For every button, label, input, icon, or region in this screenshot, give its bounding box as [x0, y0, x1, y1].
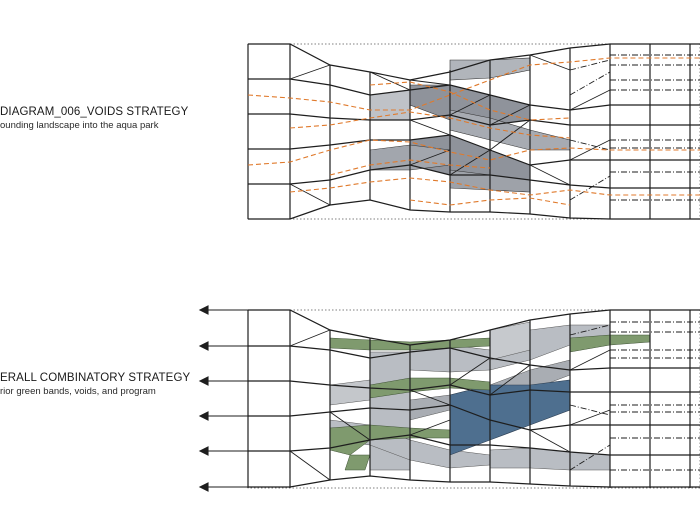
top-diagonals [289, 54, 611, 206]
arrow-left-icon [198, 446, 209, 456]
void-shape [489, 447, 611, 471]
arrow-left-icon [198, 305, 209, 315]
void-shape [329, 379, 371, 406]
voids-strategy-subtitle: ounding landscape into the aqua park [0, 120, 159, 131]
arrow-left-icon [198, 482, 209, 492]
top-grid-verticals [247, 44, 691, 219]
top-landscape-lines [247, 57, 700, 206]
combinatory-strategy-caption: ERALL COMBINATORY STRATEGY rior green ba… [0, 372, 190, 398]
arrow-left-icon [198, 341, 209, 351]
combinatory-strategy-subtitle: rior green bands, voids, and program [0, 386, 156, 397]
top-program-lines [569, 54, 700, 201]
bottom-grid-verticals [247, 310, 691, 488]
combinatory-strategy-title: ERALL COMBINATORY STRATEGY [0, 372, 191, 384]
arrow-left-icon [198, 411, 209, 421]
bottom-diagonals [289, 329, 611, 481]
voids-strategy-title: DIAGRAM_006_VOIDS STRATEGY [0, 106, 189, 118]
combinatory-strategy-diagram [198, 305, 700, 492]
arrow-left-icon [198, 376, 209, 386]
green-band [344, 454, 371, 471]
bottom-band-lines [248, 309, 700, 488]
bottom-program-lines [569, 321, 700, 471]
voids-strategy-diagram [247, 43, 700, 220]
voids-strategy-caption: DIAGRAM_006_VOIDS STRATEGY ounding lands… [0, 106, 188, 132]
bottom-left-arrows [198, 305, 248, 492]
